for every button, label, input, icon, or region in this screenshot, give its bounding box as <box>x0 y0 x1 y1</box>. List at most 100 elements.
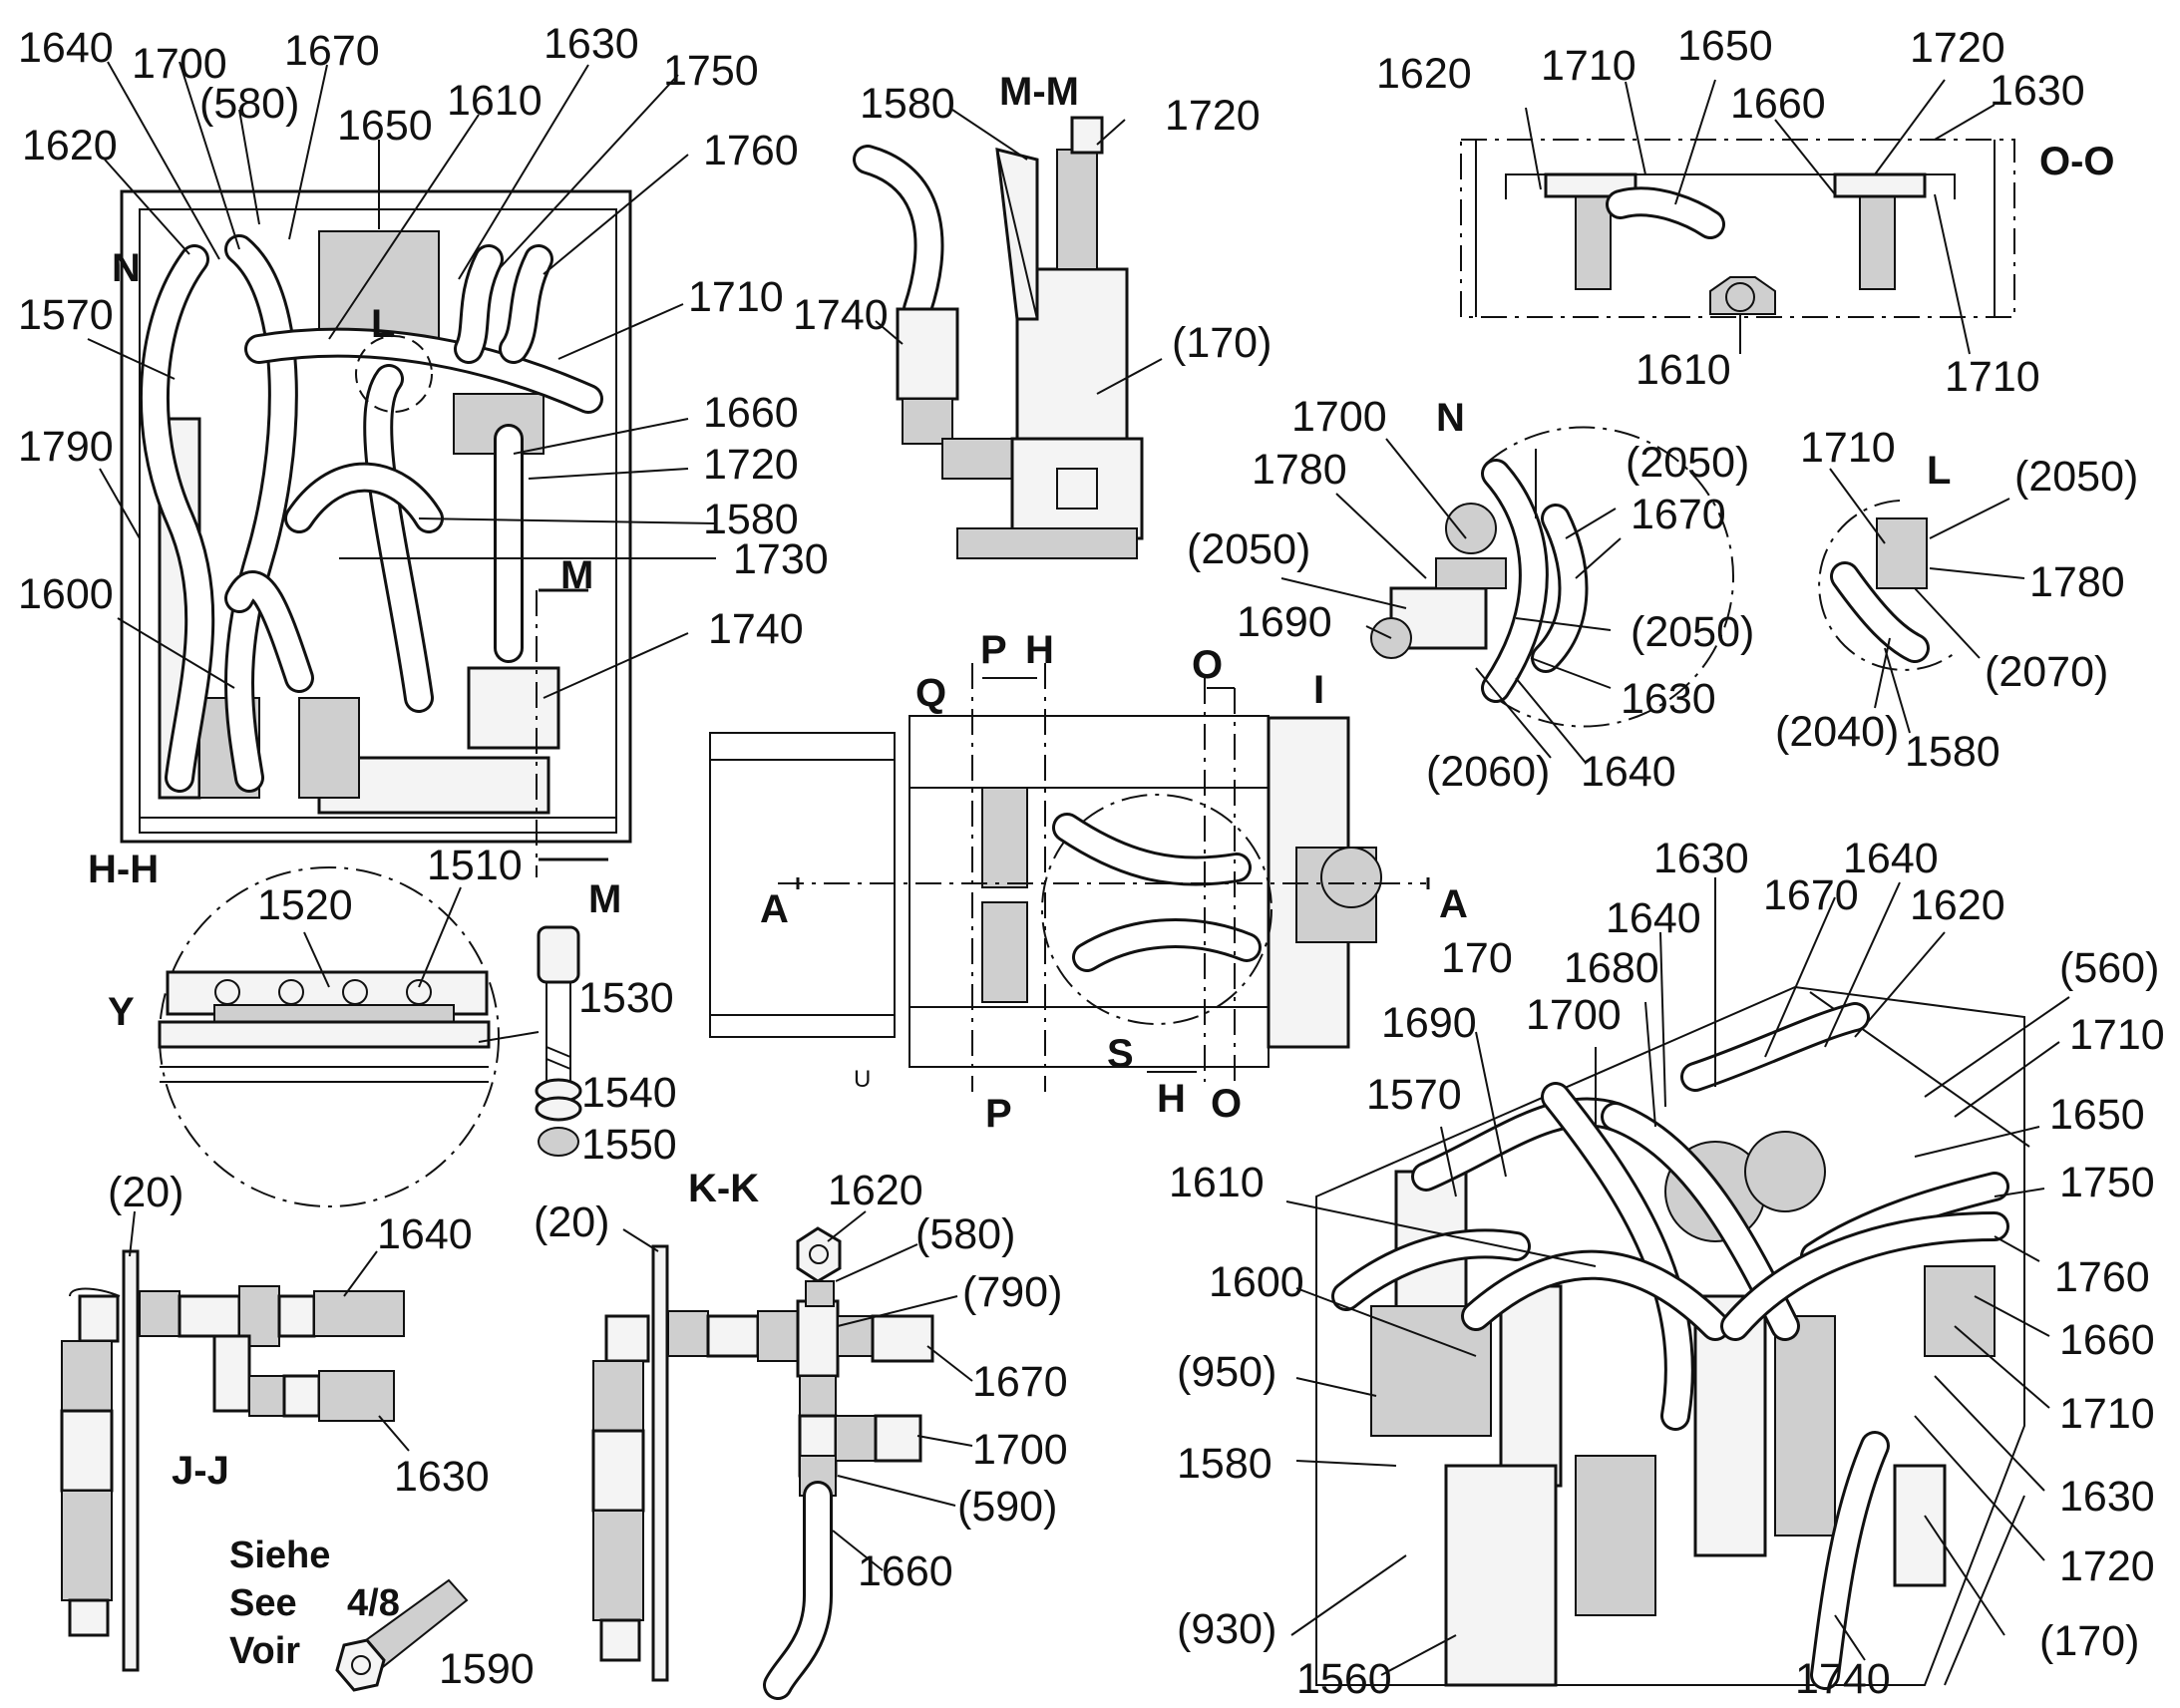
l-label-2050: (2050) <box>2014 453 2138 501</box>
hh-label-1640: 1640 <box>18 24 114 72</box>
iso-label-950: (950) <box>1177 1348 1276 1396</box>
y-label-1510: 1510 <box>427 842 523 889</box>
n-label-2050-right: (2050) <box>1631 608 1754 656</box>
iso-label-1620: 1620 <box>1910 881 2005 929</box>
oo-label-1720: 1720 <box>1910 24 2005 72</box>
n-label-1780: 1780 <box>1252 446 1347 494</box>
iso-label-1640: 1640 <box>1606 894 1701 942</box>
detail-l: 1710 L (2050) 1780 (2070) (2040) 1580 <box>1775 424 2138 776</box>
iso-label-1720: 1720 <box>2059 1542 2155 1590</box>
n-label-1630: 1630 <box>1621 675 1716 723</box>
hh-label-1740: 1740 <box>708 605 804 653</box>
iso-label-1680: 1680 <box>1564 944 1659 992</box>
center-label-S: S <box>1107 1032 1134 1076</box>
hh-label-1720: 1720 <box>703 441 799 489</box>
hh-label-1600: 1600 <box>18 570 114 618</box>
iso-label-1740: 1740 <box>1795 1655 1891 1703</box>
hh-label-1700: 1700 <box>132 40 227 88</box>
kk-label-1660: 1660 <box>858 1547 953 1595</box>
oo-label-1610: 1610 <box>1635 346 1731 394</box>
hh-label-N: N <box>112 246 141 290</box>
iso-label-1630: 1630 <box>1653 835 1749 882</box>
view-j-j: (20) 1640 J-J 1630 Siehe See 4/8 Voir 15… <box>60 1169 535 1693</box>
n-label-2060: (2060) <box>1426 748 1550 796</box>
oo-label-1710-bottom: 1710 <box>1945 353 2040 401</box>
iso-label-1610: 1610 <box>1169 1159 1265 1206</box>
oo-label-1620: 1620 <box>1376 50 1472 98</box>
center-label-O-top: O <box>1192 643 1223 687</box>
l-view-title: L <box>1927 449 1951 493</box>
see-ref-siehe: Siehe <box>229 1535 330 1576</box>
iso-label-1660: 1660 <box>2059 1316 2155 1364</box>
center-label-P-bottom: P <box>985 1092 1012 1136</box>
hh-label-M-top: M <box>560 553 593 597</box>
mm-label-170: (170) <box>1172 319 1272 367</box>
mm-label-1580: 1580 <box>860 80 955 128</box>
jj-label-1640: 1640 <box>377 1210 473 1258</box>
center-label-H-top: H <box>1025 628 1054 672</box>
iso-label-1640-top: 1640 <box>1843 835 1939 882</box>
bolt-label-1540: 1540 <box>581 1069 677 1117</box>
y-label-1520: 1520 <box>257 881 353 929</box>
see-ref-part-1590: 1590 <box>439 1645 535 1693</box>
jj-label-1630: 1630 <box>394 1453 490 1501</box>
jj-view-title: J-J <box>172 1449 229 1493</box>
hh-label-580: (580) <box>199 80 299 128</box>
see-ref-page: 4/8 <box>347 1582 400 1624</box>
bolt-label-1550: 1550 <box>581 1121 677 1169</box>
iso-label-1560: 1560 <box>1296 1655 1392 1703</box>
hh-view-title: H-H <box>88 848 159 891</box>
l-label-1710: 1710 <box>1800 424 1896 472</box>
hh-label-1750: 1750 <box>663 47 759 95</box>
bolt-label-1530: 1530 <box>578 974 674 1022</box>
hh-label-1670: 1670 <box>284 27 380 75</box>
hh-label-1630: 1630 <box>544 20 639 68</box>
hh-label-1580: 1580 <box>703 496 799 543</box>
iso-label-1700: 1700 <box>1526 991 1622 1039</box>
center-plan-view: P H O Q I A A S H O P U <box>709 628 1468 1136</box>
hh-label-M-bottom: M <box>588 877 621 921</box>
kk-label-790: (790) <box>962 1268 1062 1316</box>
iso-label-1670: 1670 <box>1763 871 1859 919</box>
mm-label-1740: 1740 <box>793 291 889 339</box>
iso-label-1710-top: 1710 <box>2069 1011 2165 1059</box>
iso-label-1760: 1760 <box>2054 1253 2150 1301</box>
hh-label-L: L <box>371 302 395 346</box>
hh-label-1760: 1760 <box>703 127 799 174</box>
iso-label-1600: 1600 <box>1209 1258 1304 1306</box>
view-m-m: 1580 M-M 1720 1740 (170) <box>793 70 1272 559</box>
hh-label-1650: 1650 <box>337 102 433 150</box>
iso-label-930: (930) <box>1177 1605 1276 1653</box>
center-label-H-bottom: H <box>1157 1077 1186 1121</box>
l-label-1780: 1780 <box>2029 558 2125 606</box>
kk-label-1670: 1670 <box>972 1358 1068 1406</box>
oo-label-1650: 1650 <box>1677 22 1773 70</box>
iso-label-1630-right: 1630 <box>2059 1473 2155 1521</box>
view-h-h: 1640 1700 (580) 1670 1630 1750 1620 1650… <box>18 20 829 921</box>
l-label-2070: (2070) <box>1985 648 2108 696</box>
hh-label-1610: 1610 <box>447 77 543 125</box>
oo-label-1630: 1630 <box>1990 67 2085 115</box>
l-label-2040: (2040) <box>1775 708 1899 756</box>
iso-label-1750: 1750 <box>2059 1159 2155 1206</box>
oo-label-1660: 1660 <box>1730 80 1826 128</box>
center-label-A-right: A <box>1439 882 1468 926</box>
l-label-1580: 1580 <box>1905 728 2000 776</box>
hh-label-1790: 1790 <box>18 423 114 471</box>
detail-y: 1520 1510 Y <box>108 842 540 1207</box>
n-label-1670: 1670 <box>1631 491 1726 538</box>
y-view-title: Y <box>108 990 135 1034</box>
hh-label-1570: 1570 <box>18 291 114 339</box>
iso-label-1580: 1580 <box>1177 1440 1272 1488</box>
center-label-I: I <box>1313 668 1324 712</box>
see-ref-voir: Voir <box>229 1630 300 1672</box>
hh-label-1620: 1620 <box>22 122 118 170</box>
n-label-1640: 1640 <box>1581 748 1676 796</box>
n-label-1700: 1700 <box>1291 393 1387 441</box>
center-label-O-bottom: O <box>1211 1082 1242 1126</box>
kk-label-590: (590) <box>957 1483 1057 1531</box>
iso-label-1570: 1570 <box>1366 1071 1462 1119</box>
center-label-U: U <box>854 1066 871 1093</box>
oo-view-title: O-O <box>2039 140 2115 183</box>
